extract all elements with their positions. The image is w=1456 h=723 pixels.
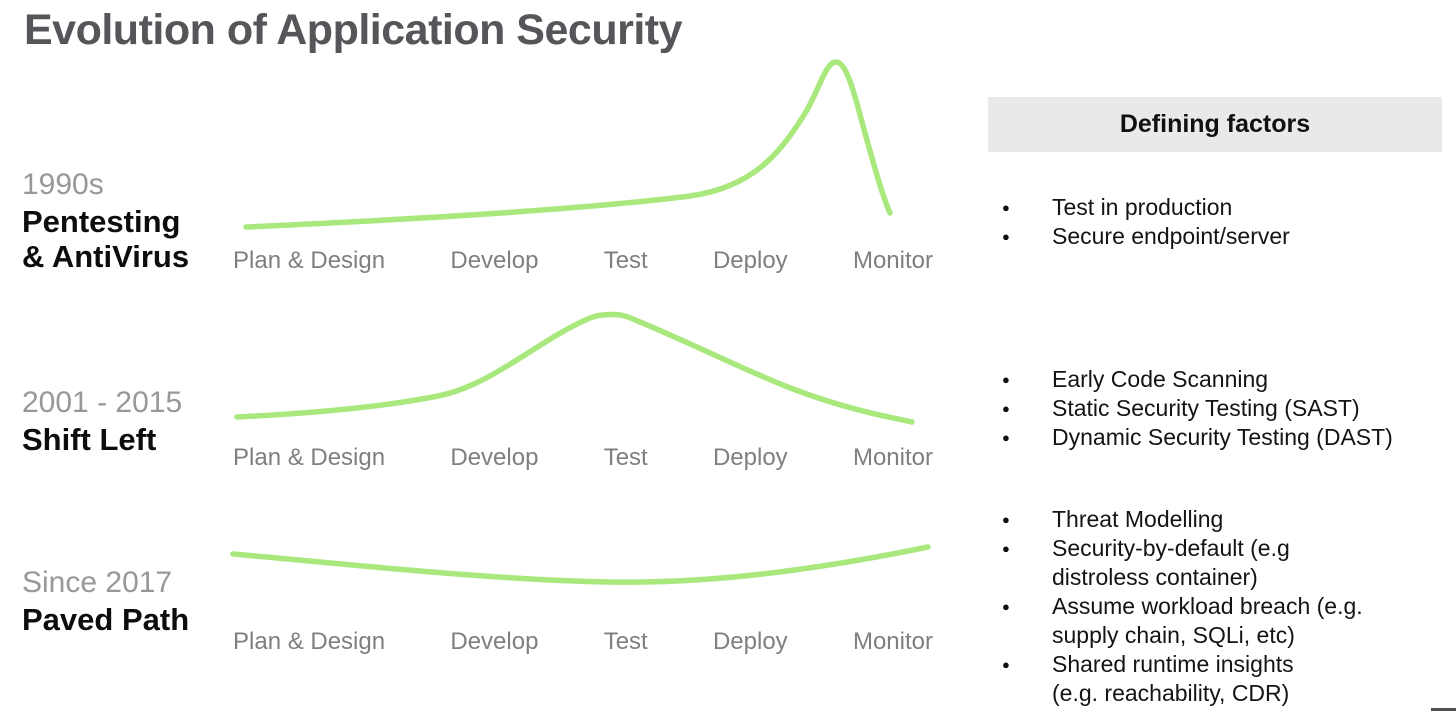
era-block-shift-left: 2001 - 2015 Shift Left <box>22 384 227 457</box>
factor-item: ● Early Code Scanning <box>988 365 1454 394</box>
curve-line <box>243 59 893 230</box>
stage-label: Test <box>603 628 648 655</box>
bullet-icon: ● <box>1002 200 1010 215</box>
era-period: Since 2017 <box>22 566 173 599</box>
curve-line <box>230 544 931 585</box>
stage-label: Develop <box>450 247 539 274</box>
factor-text: Assume workload breach (e.g. supply chai… <box>1052 593 1363 648</box>
bullet-icon: ● <box>1002 512 1010 527</box>
stage-label: Monitor <box>852 247 933 274</box>
factor-item: ● Static Security Testing (SAST) <box>988 394 1454 423</box>
bullet-icon: ● <box>1002 430 1010 445</box>
stage-label: Monitor <box>852 444 933 471</box>
factor-item: ● Shared runtime insights (e.g. reachabi… <box>988 650 1454 708</box>
page-title: Evolution of Application Security <box>24 6 683 54</box>
factor-text: Test in production <box>1052 194 1233 220</box>
factor-text: Shared runtime insights (e.g. reachabili… <box>1052 651 1294 706</box>
factor-text: Secure endpoint/server <box>1052 223 1290 249</box>
factor-list-1990s: ● Test in production ● Secure endpoint/s… <box>988 193 1454 251</box>
factor-item: ● Threat Modelling <box>988 505 1454 534</box>
effort-curve-1990s <box>243 59 893 230</box>
factor-list-paved-path: ● Threat Modelling ● Security-by-default… <box>988 505 1454 708</box>
era-name: Shift Left <box>22 422 157 457</box>
factor-item: ● Assume workload breach (e.g. supply ch… <box>988 592 1454 650</box>
bullet-icon: ● <box>1002 657 1010 672</box>
factor-item: ● Secure endpoint/server <box>988 222 1454 251</box>
curve-line <box>234 311 915 425</box>
factor-item: ● Test in production <box>988 193 1454 222</box>
era-block-paved-path: Since 2017 Paved Path <box>22 564 227 637</box>
stage-label: Plan & Design <box>233 628 386 655</box>
stage-labels-row-2: Plan & Design Develop Test Deploy Monito… <box>233 444 933 472</box>
factor-text: Security-by-default (e.g distroless cont… <box>1052 535 1290 590</box>
stage-labels-row-1: Plan & Design Develop Test Deploy Monito… <box>233 247 933 275</box>
stage-label: Develop <box>450 444 539 471</box>
effort-curve-shift-left <box>234 311 915 425</box>
factor-text: Dynamic Security Testing (DAST) <box>1052 424 1393 450</box>
stage-label: Deploy <box>712 628 788 655</box>
era-period: 2001 - 2015 <box>22 386 183 419</box>
factor-text: Static Security Testing (SAST) <box>1052 395 1360 421</box>
stage-label: Plan & Design <box>233 247 386 274</box>
stage-label: Test <box>603 444 648 471</box>
stage-label: Deploy <box>712 247 788 274</box>
bullet-icon: ● <box>1002 599 1010 614</box>
era-period: 1990s <box>22 168 104 201</box>
era-block-1990s: 1990s Pentesting & AntiVirus <box>22 166 227 274</box>
defining-factors-header: Defining factors <box>988 97 1442 152</box>
stage-label: Develop <box>450 628 539 655</box>
factor-item: ● Dynamic Security Testing (DAST) <box>988 423 1454 452</box>
bullet-icon: ● <box>1002 541 1010 556</box>
stage-label: Plan & Design <box>233 444 386 471</box>
era-name: Pentesting & AntiVirus <box>22 204 190 274</box>
bullet-icon: ● <box>1002 401 1010 416</box>
stage-labels-row-3: Plan & Design Develop Test Deploy Monito… <box>233 628 933 656</box>
factor-item: ● Security-by-default (e.g distroless co… <box>988 534 1454 592</box>
bullet-icon: ● <box>1002 229 1010 244</box>
stage-label: Test <box>603 247 648 274</box>
factor-text: Threat Modelling <box>1052 506 1224 532</box>
factor-text: Early Code Scanning <box>1052 366 1269 392</box>
corner-dash-mark <box>1431 708 1456 711</box>
stage-label: Monitor <box>852 628 933 655</box>
factor-list-shift-left: ● Early Code Scanning ● Static Security … <box>988 365 1454 452</box>
stage-label: Deploy <box>712 444 788 471</box>
bullet-icon: ● <box>1002 372 1010 387</box>
era-name: Paved Path <box>22 602 190 637</box>
effort-curve-paved-path <box>230 544 931 585</box>
